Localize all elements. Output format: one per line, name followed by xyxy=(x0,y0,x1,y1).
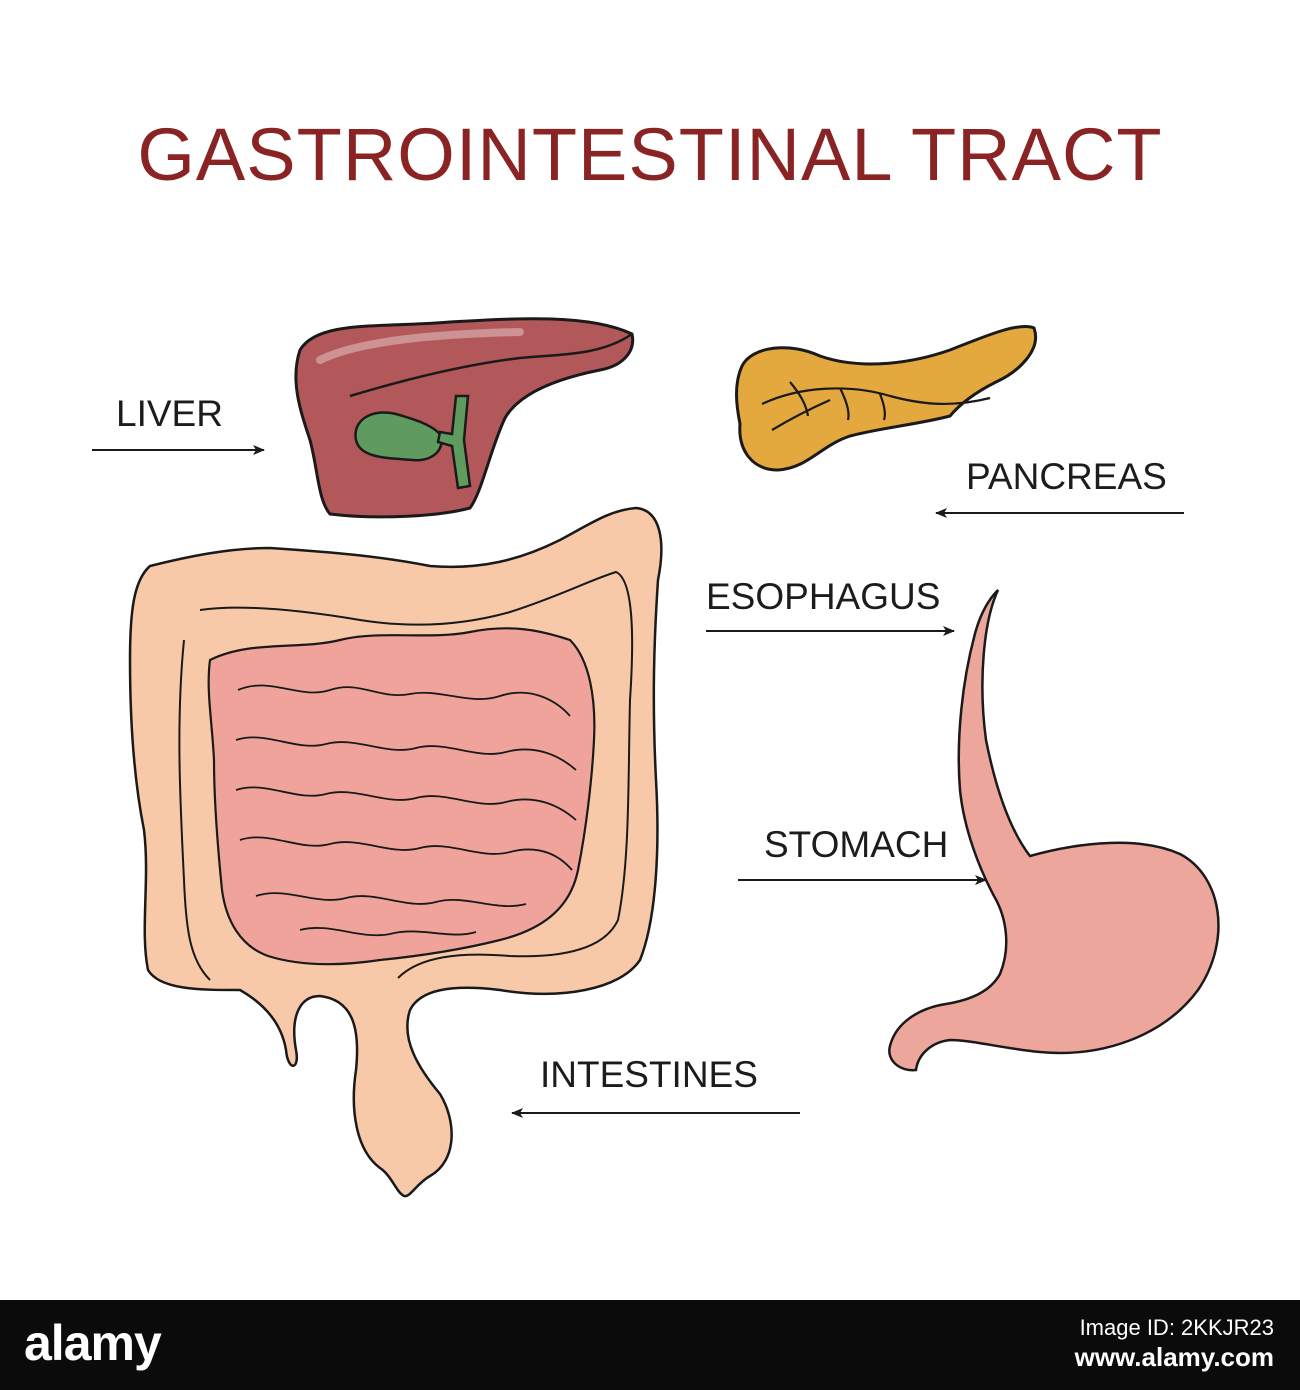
stomach-label: STOMACH xyxy=(764,824,949,865)
image-id-text: Image ID: 2KKJR23 xyxy=(1079,1315,1274,1340)
liver-highlight xyxy=(316,328,524,364)
diagram-title: GASTROINTESTINAL TRACT xyxy=(137,113,1163,196)
liver-lobe-line xyxy=(349,332,633,398)
stomach-organ xyxy=(888,589,1220,1072)
pancreas-shape xyxy=(735,324,1038,472)
small-intestine-coils xyxy=(235,684,577,937)
organ-illustrations xyxy=(92,317,1220,1198)
diagram-canvas: GASTROINTESTINAL TRACT xyxy=(92,113,1220,1198)
small-intestine xyxy=(207,627,596,966)
small-intestine-shape xyxy=(207,627,596,966)
colon-inner-wall xyxy=(178,570,634,981)
pancreatic-duct xyxy=(761,381,991,431)
pancreas-label: PANCREAS xyxy=(966,456,1167,497)
intestines-label: INTESTINES xyxy=(540,1054,758,1095)
stomach-shape xyxy=(888,589,1220,1072)
bile-duct xyxy=(436,394,472,490)
esophagus-label: ESOPHAGUS xyxy=(706,576,941,617)
liver-label: LIVER xyxy=(116,393,223,434)
pancreas-organ xyxy=(735,324,1038,472)
alamy-logo: alamy xyxy=(24,1315,162,1371)
liver-organ xyxy=(294,317,635,519)
stock-footer-bar: alamy Image ID: 2KKJR23 www.alamy.com xyxy=(0,1300,1300,1390)
stock-url-link[interactable]: www.alamy.com xyxy=(1074,1342,1274,1372)
